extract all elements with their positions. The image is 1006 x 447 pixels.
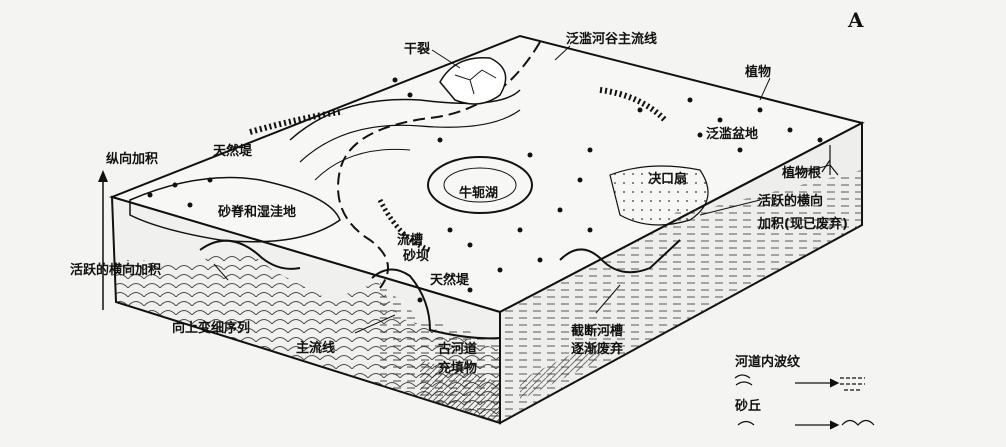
vertical-accretion-arrow [98,170,108,182]
label-flood-basin: 泛滥盆地 [706,127,759,142]
label-main-flow-line: 主流线 [296,341,336,356]
ridge-swale-outline [129,176,341,243]
legend-dunes-label: 砂丘 [735,399,762,414]
label-fining-upward: 向上变细序列 [172,321,251,336]
label-active-lateral-1: 活跃的横向 [758,194,824,209]
label-cutoff-2: 逐渐废弃 [571,342,624,357]
label-vertical-accretion: 纵向加积 [106,152,159,167]
label-crevasse-splay: 决口扇 [648,172,688,187]
label-plants: 植物 [745,65,772,80]
label-paleo-fill-2: 充填物 [438,361,478,376]
legend-ripples-label: 河道内波纹 [735,355,801,370]
label-dry-crack: 干裂 [404,42,431,57]
label-oxbow-lake: 牛轭湖 [459,186,499,201]
label-paleo-fill-1: 古河道 [438,342,478,357]
label-floodplain-main-line: 泛滥河谷主流线 [566,32,658,47]
label-active-lateral-2: 加积(现已废弃) [758,217,848,232]
crevasse-splay-area [609,165,709,226]
label-active-lateral-accretion: 活跃的横向加积 [70,263,162,278]
label-channel-bar-2: 砂坝 [403,249,430,264]
label-plant-roots: 植物根 [782,166,822,181]
oxbow-lake-outline [427,156,533,214]
label-cutoff-1: 截断河槽 [571,324,624,339]
scattered-plants [147,77,823,303]
label-natural-levee-bottom: 天然堤 [430,273,470,288]
legend-symbols [734,374,875,430]
panel-letter: A [848,8,864,32]
label-natural-levee-top: 天然堤 [213,144,253,159]
label-channel-bar-1: 流槽 [397,233,424,248]
dry-crack-area [439,56,507,105]
label-ridge-swale: 砂脊和湿洼地 [218,205,297,220]
